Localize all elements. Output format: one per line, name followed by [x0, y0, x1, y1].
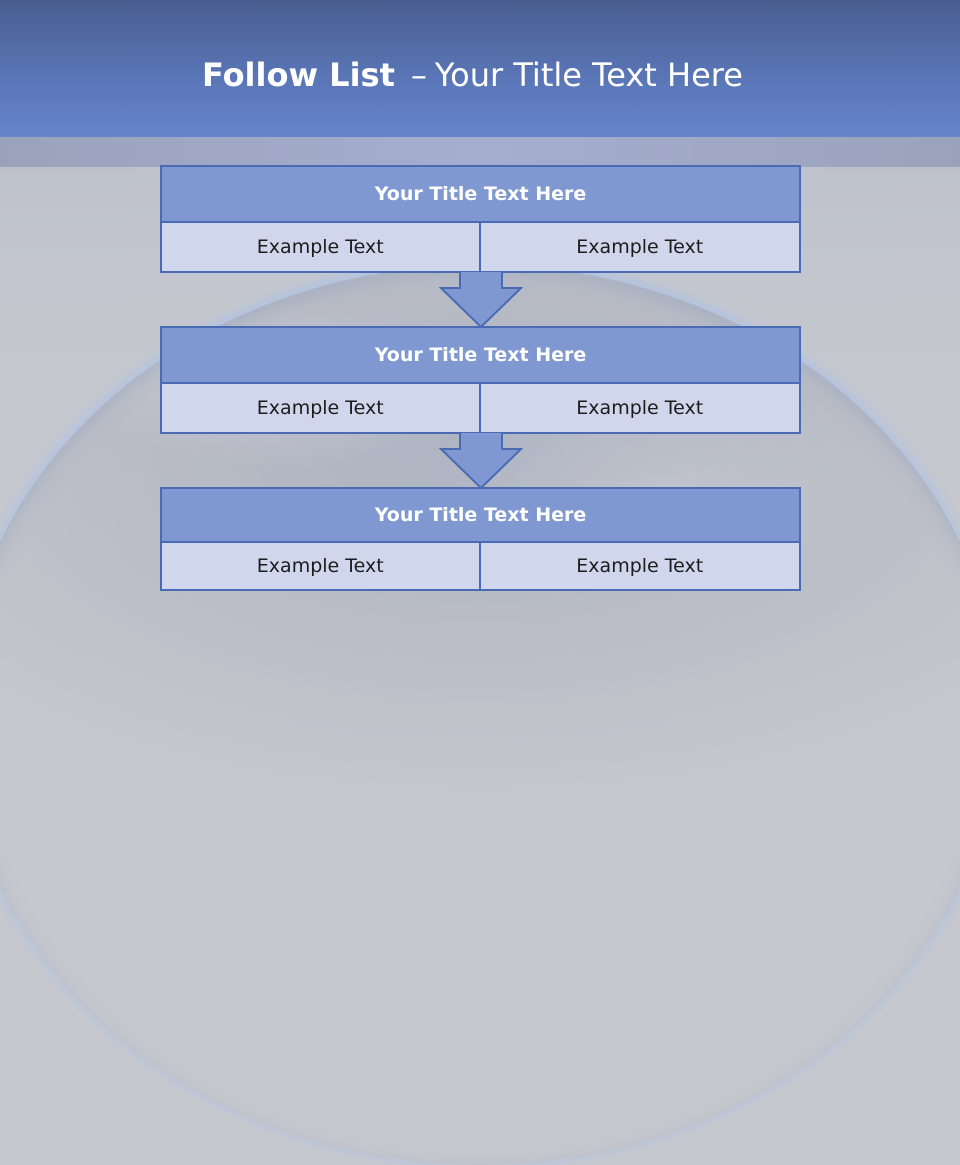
- slide-title-bold: Follow List: [202, 56, 395, 94]
- slide-title: Follow List–Your Title Text Here: [202, 54, 743, 96]
- block-2-title[interactable]: Your Title Text Here: [160, 326, 801, 384]
- block-1-cells: Example Text Example Text: [160, 223, 801, 273]
- block-2-cell-right[interactable]: Example Text: [480, 384, 801, 434]
- block-3-cell-left[interactable]: Example Text: [160, 543, 481, 591]
- title-bar-band: [0, 137, 960, 167]
- block-1-cell-right[interactable]: Example Text: [480, 223, 801, 273]
- down-arrow-icon: [439, 432, 523, 490]
- block-3-cell-right[interactable]: Example Text: [480, 543, 801, 591]
- block-2-cell-left[interactable]: Example Text: [160, 384, 481, 434]
- block-1-title[interactable]: Your Title Text Here: [160, 165, 801, 223]
- slide-title-rest: Your Title Text Here: [434, 56, 743, 94]
- title-bar: [0, 0, 960, 137]
- block-3-title[interactable]: Your Title Text Here: [160, 487, 801, 543]
- slide-title-separator: –: [410, 56, 427, 94]
- down-arrow-icon: [439, 271, 523, 329]
- flow-block-1: Your Title Text Here Example Text Exampl…: [160, 165, 801, 273]
- block-1-cell-left[interactable]: Example Text: [160, 223, 481, 273]
- flow-block-3: Your Title Text Here Example Text Exampl…: [160, 487, 801, 591]
- flow-block-2: Your Title Text Here Example Text Exampl…: [160, 326, 801, 434]
- block-3-cells: Example Text Example Text: [160, 543, 801, 591]
- block-2-cells: Example Text Example Text: [160, 384, 801, 434]
